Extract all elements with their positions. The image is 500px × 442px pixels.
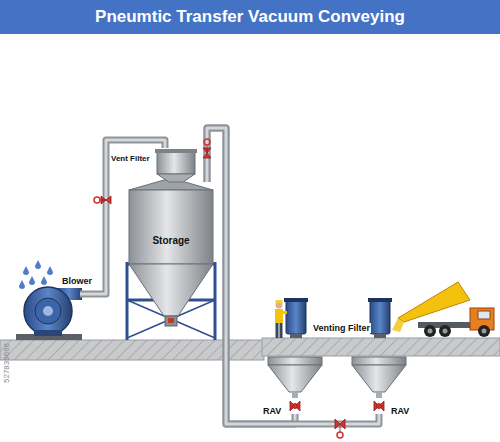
dump-truck xyxy=(428,329,433,334)
node-label: Blower xyxy=(62,276,92,286)
valve xyxy=(377,404,382,409)
pipe xyxy=(80,140,165,294)
valve xyxy=(207,145,208,153)
pipe xyxy=(80,140,165,294)
stock-id: 527839666 xyxy=(2,342,11,384)
valve xyxy=(100,200,106,201)
valve xyxy=(94,197,100,203)
dump-truck xyxy=(392,282,494,337)
dump-truck xyxy=(439,325,451,337)
hopper xyxy=(292,392,298,398)
pipe xyxy=(80,140,165,294)
valve xyxy=(374,401,384,411)
valve xyxy=(337,432,343,438)
venting-filter-drawing xyxy=(368,298,392,302)
dump-truck xyxy=(482,329,487,334)
blower: Blower xyxy=(18,284,80,338)
valve xyxy=(290,401,300,411)
blower-drawing xyxy=(24,287,72,335)
pipe xyxy=(207,128,379,424)
air-drops xyxy=(35,260,41,269)
worker xyxy=(276,323,279,338)
worker xyxy=(275,309,283,323)
node-label: RAV xyxy=(263,406,281,416)
valve xyxy=(293,404,298,409)
valve xyxy=(340,424,341,432)
dump-truck xyxy=(478,311,490,319)
pipe xyxy=(207,128,295,424)
vent-filter-drawing xyxy=(157,152,195,174)
ground xyxy=(0,338,500,360)
dump-truck xyxy=(478,325,490,337)
hopper xyxy=(352,357,406,365)
pipe xyxy=(207,128,379,424)
worker xyxy=(280,323,283,338)
blower-drawing xyxy=(35,298,61,324)
hopper xyxy=(376,392,382,398)
air-drops xyxy=(47,266,53,275)
air-drops xyxy=(19,280,25,289)
venting-filter-drawing xyxy=(284,298,308,302)
dump-truck xyxy=(392,318,404,332)
hopper xyxy=(268,365,322,392)
hopper xyxy=(352,365,406,392)
hopper xyxy=(268,357,406,398)
dump-truck xyxy=(443,329,448,334)
vent-filter-drawing xyxy=(155,149,197,153)
storage-silo xyxy=(168,318,174,323)
storage-silo: Storage xyxy=(127,182,215,330)
node-label: Storage xyxy=(152,235,189,246)
air-drops xyxy=(29,276,35,285)
dump-truck xyxy=(398,282,470,322)
blower-drawing xyxy=(43,306,53,316)
rotary-valve: RAV xyxy=(287,398,303,414)
vent-filter-drawing xyxy=(157,174,195,182)
venting-filter-drawing xyxy=(374,334,386,338)
venting-filter-drawing xyxy=(370,300,390,334)
worker xyxy=(275,300,287,338)
venting-filter-drawing xyxy=(284,298,392,338)
pipe xyxy=(207,128,295,424)
storage-silo xyxy=(129,178,213,326)
blower-drawing xyxy=(16,287,82,340)
air-drops xyxy=(41,276,47,285)
vent-filter: Vent Filter xyxy=(155,148,197,182)
storage-silo xyxy=(165,316,177,326)
worker xyxy=(283,311,287,314)
storage-silo xyxy=(129,264,213,316)
title-bar xyxy=(0,0,500,34)
vent-filter-drawing xyxy=(155,149,197,182)
node-label: Vent Filter xyxy=(111,154,150,163)
pipe xyxy=(207,128,379,424)
storage-silo xyxy=(129,190,213,264)
valve xyxy=(94,139,384,438)
rotary-valve: RAV xyxy=(371,398,387,414)
worker xyxy=(276,300,283,303)
blower-drawing xyxy=(34,330,62,336)
node-label: RAV xyxy=(391,406,409,416)
storage-frame xyxy=(127,262,215,340)
air-drops xyxy=(23,266,29,275)
dump-truck xyxy=(424,325,436,337)
air-drops xyxy=(19,260,53,289)
valve xyxy=(204,139,210,145)
valve xyxy=(101,196,111,204)
part-label: Venting Filter xyxy=(312,323,371,333)
ground xyxy=(262,338,500,356)
title: Pneumtic Transfer Vacuum Conveying xyxy=(0,0,500,34)
venting-filter-drawing xyxy=(286,300,306,334)
venting-filter-drawing xyxy=(290,334,302,338)
hopper xyxy=(268,357,322,365)
pipe xyxy=(207,128,295,424)
